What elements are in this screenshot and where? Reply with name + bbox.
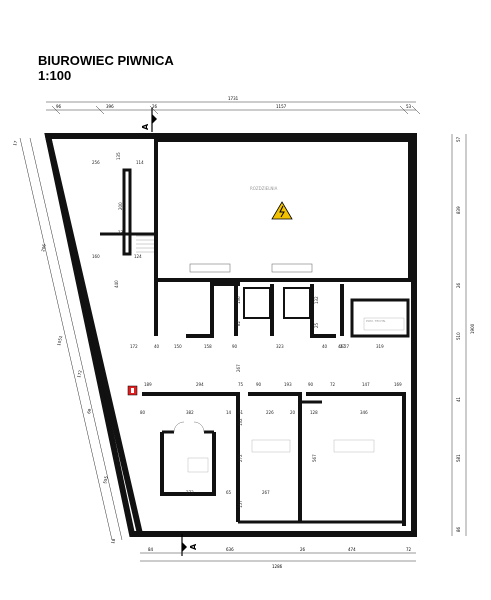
interior-dim: 169 [394, 382, 402, 387]
interior-dim: 273 [186, 490, 194, 495]
dim-right-1: 57 [456, 136, 461, 142]
interior-dim: 75 [238, 382, 244, 387]
interior-dim: 80 [140, 410, 146, 415]
dim-left-3: 172 [76, 369, 83, 378]
interior-dim: 132 [314, 296, 319, 304]
interior-dim: 147 [362, 382, 370, 387]
interior-dim: 294 [196, 382, 204, 387]
interior-dim: 13 [118, 230, 124, 235]
dim-right-4: 510 [456, 332, 461, 340]
interior-dim: 172 [130, 344, 138, 349]
interior-dim: 226 [266, 410, 274, 415]
section-label-bottom: A [189, 543, 198, 550]
interior-dim: 90 [308, 382, 314, 387]
dim-right-7: 86 [456, 526, 461, 532]
interior-dim: 46 [338, 344, 344, 349]
dim-bottom-2: 636 [226, 547, 234, 552]
top-dimension-chain [46, 101, 421, 115]
interior-dim: 323 [276, 344, 284, 349]
interior-dim: 135 [116, 152, 121, 160]
interior-dim: 27 [340, 344, 346, 349]
interior-dim: 82 [236, 320, 241, 326]
dim-top-2: 396 [106, 104, 114, 109]
dim-right-5: 41 [456, 396, 461, 402]
dim-top-total: 1731 [228, 96, 239, 101]
dim-right-6: 581 [456, 454, 461, 462]
interior-dim: 267 [262, 490, 270, 495]
interior-dim: 382 [186, 410, 194, 415]
high-voltage-warning-icon [271, 201, 293, 220]
interior-dim: 25 [314, 322, 319, 328]
dim-bottom-total: 1286 [272, 564, 283, 569]
section-marker-bottom [181, 534, 187, 556]
interior-dimensions: 256 135 114 200 13 160 124 440 136 132 8… [92, 152, 402, 508]
interior-dim: 158 [204, 344, 212, 349]
section-marker-top [151, 108, 157, 132]
dim-bottom-3: 26 [300, 547, 306, 552]
dim-top-1: 96 [56, 104, 62, 109]
interior-dim: 272 [238, 454, 243, 462]
fire-extinguisher-icon [127, 385, 138, 396]
interior-dim: 189 [144, 382, 152, 387]
interior-dim: 160 [92, 254, 100, 259]
plan-title: BIUROWIEC PIWNICA [38, 53, 174, 68]
interior-dim: 114 [136, 160, 144, 165]
interior-dim: 200 [118, 202, 123, 210]
interior-dim: 128 [310, 410, 318, 415]
interior-dim: 132 [238, 418, 243, 426]
dim-top-5: 26 [152, 104, 158, 109]
dim-left-4: 69 [86, 408, 92, 415]
interior-dim: 14 [226, 410, 232, 415]
interior-dim: 567 [312, 454, 317, 462]
interior-dim: 256 [92, 160, 100, 165]
dim-top-4: 53 [406, 104, 412, 109]
interior-dim: 90 [256, 382, 262, 387]
interior-dim: 136 [236, 296, 241, 304]
dim-bottom-1: 84 [148, 547, 154, 552]
interior-dim: 40 [154, 344, 160, 349]
dim-left-5: 555 [102, 475, 109, 484]
right-dimension-chain [451, 134, 467, 536]
interior-dim: 40 [322, 344, 328, 349]
interior-dim: 150 [174, 344, 182, 349]
svg-text:POM. TECHN.: POM. TECHN. [366, 319, 386, 323]
interior-dim: 61 [238, 410, 244, 415]
outer-wall [44, 133, 417, 537]
dim-right-3: 26 [456, 282, 461, 288]
interior-dim: 65 [226, 490, 232, 495]
interior-dim: 267 [236, 364, 241, 372]
bottom-dimension-chain [140, 552, 416, 562]
dim-left-total: 1051 [56, 335, 63, 346]
interior-dim: 319 [376, 344, 384, 349]
interior-dim: 157 [238, 500, 243, 508]
dim-left-6: 18 [110, 538, 116, 545]
svg-text:ROZDZIELNIA: ROZDZIELNIA [250, 186, 278, 191]
dim-right-2: 839 [456, 206, 461, 214]
dim-left-1: 17 [12, 140, 18, 147]
interior-dim: 440 [114, 280, 119, 288]
dim-left-2: 206 [40, 243, 47, 252]
interior-dim: 346 [360, 410, 368, 415]
interior-dim: 27 [344, 344, 350, 349]
dim-top-3: 1157 [276, 104, 287, 109]
interior-dim: 124 [134, 254, 142, 259]
interior-dim: 193 [284, 382, 292, 387]
interior-dim: 20 [290, 410, 296, 415]
left-dimension-chain [19, 137, 123, 541]
dim-bottom-5: 72 [406, 547, 412, 552]
dim-right-total: 1900 [470, 323, 475, 334]
plan-scale: 1:100 [38, 68, 72, 83]
interior-dim: 90 [232, 344, 238, 349]
interior-dim: 72 [330, 382, 336, 387]
section-label-top: A [141, 123, 150, 130]
dim-bottom-4: 474 [348, 547, 356, 552]
